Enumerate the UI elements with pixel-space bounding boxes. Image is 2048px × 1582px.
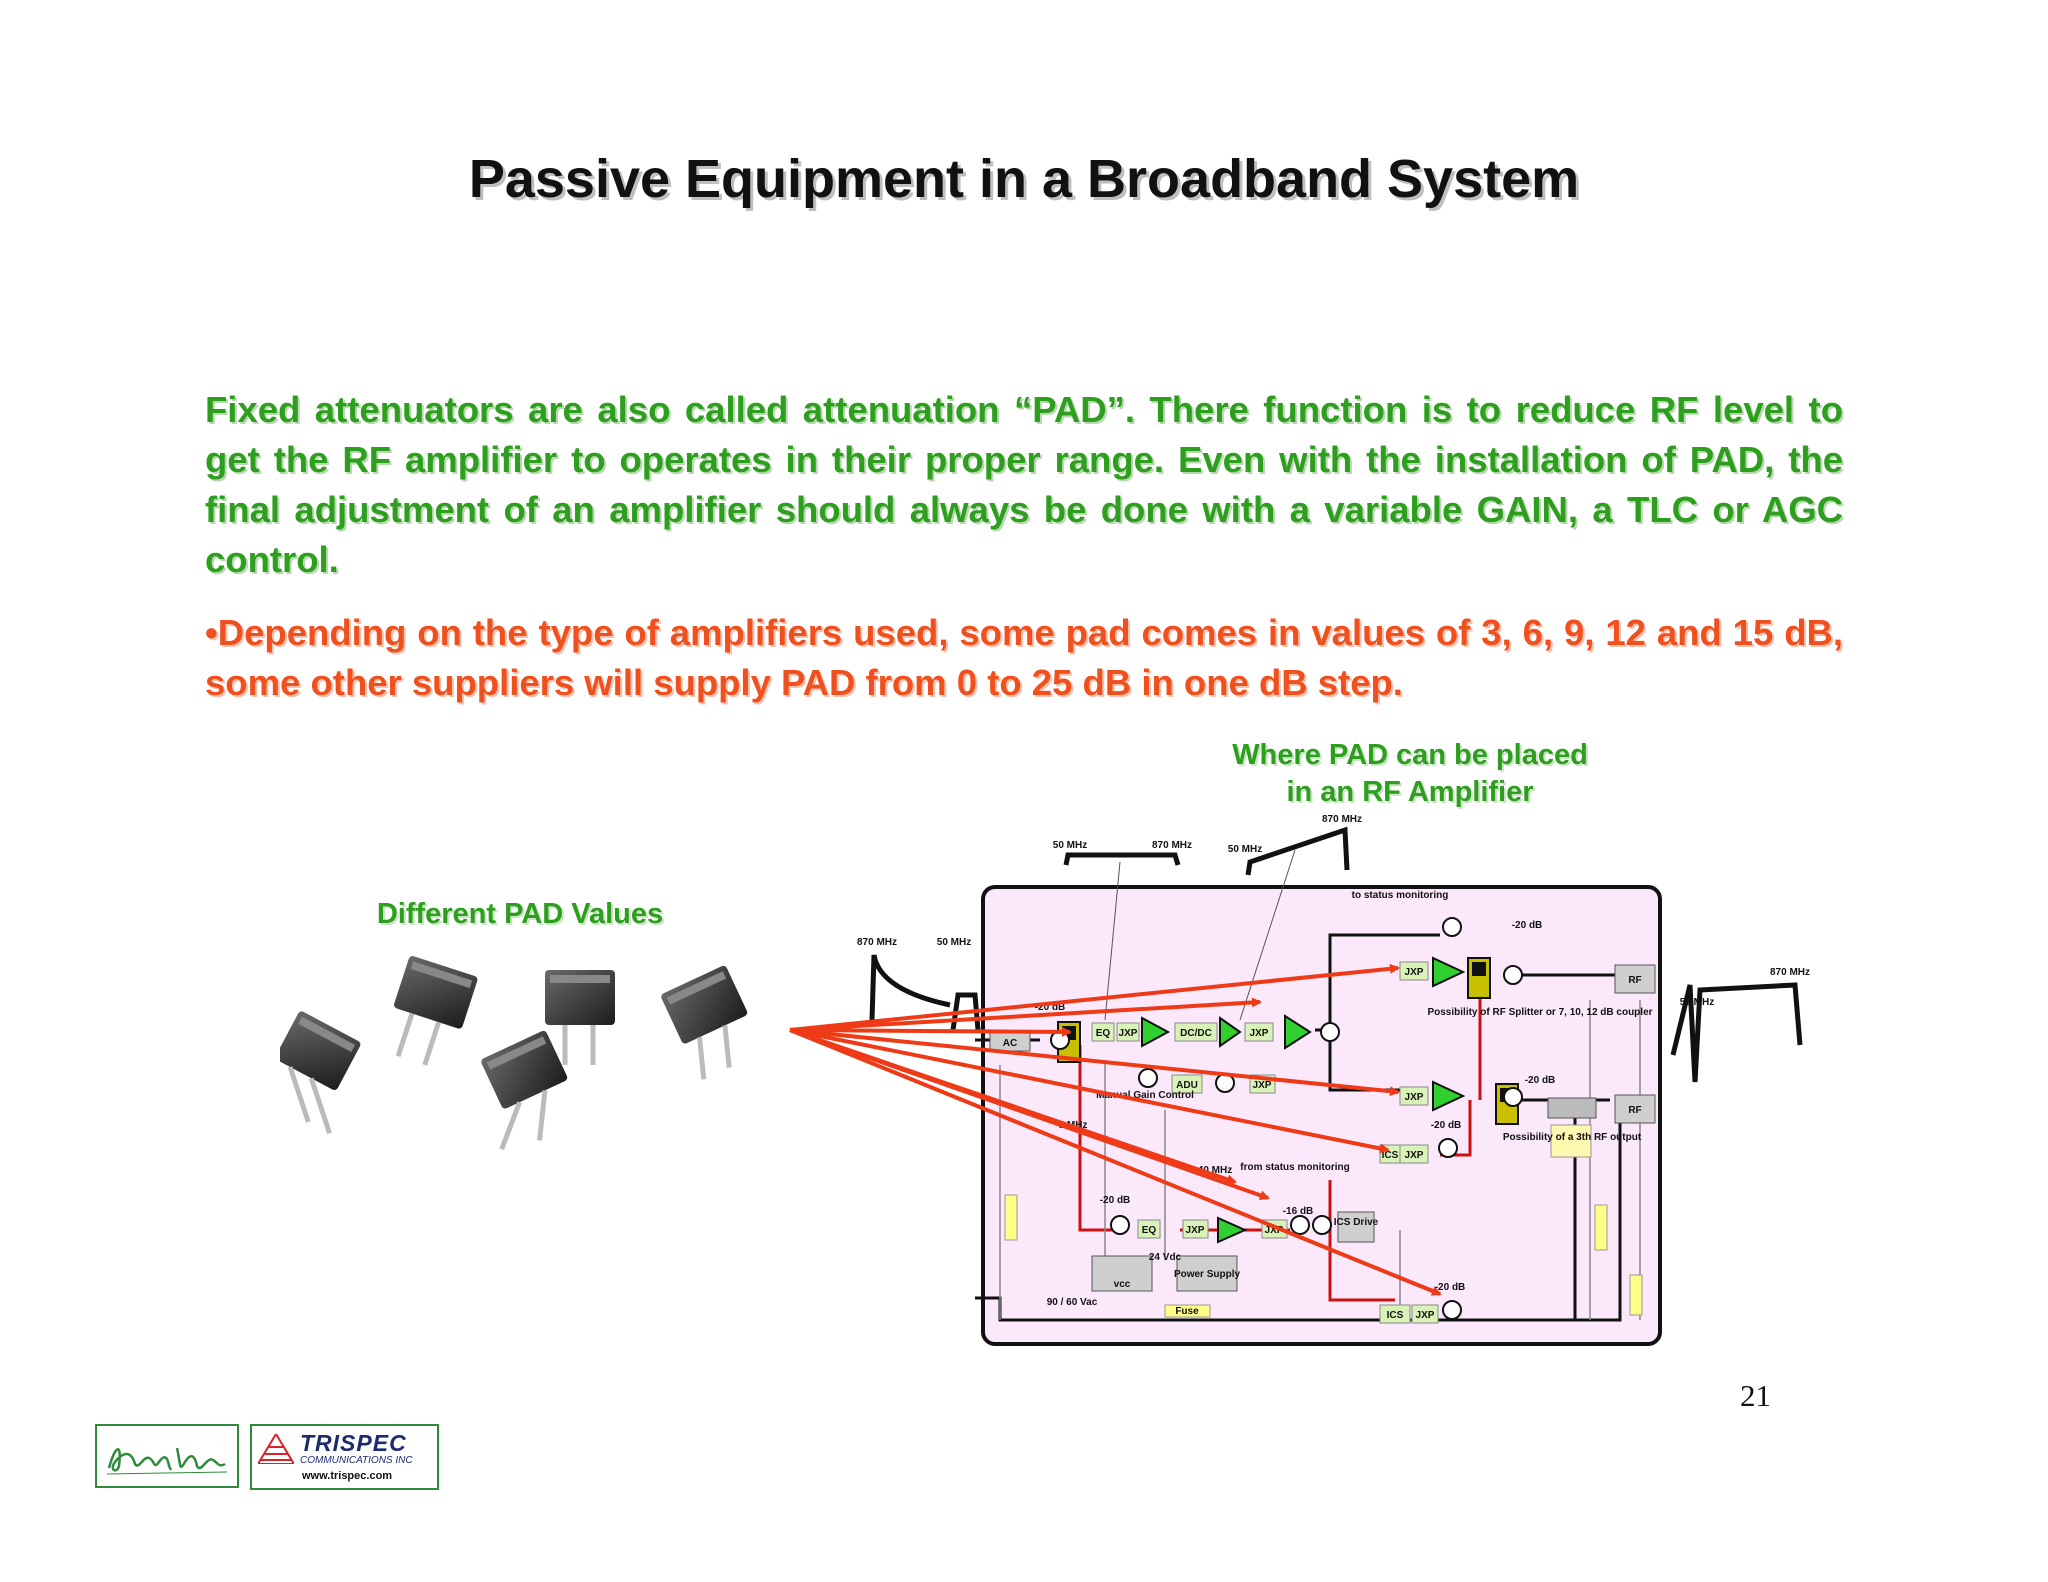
attenuator-paragraph: Fixed attenuators are also called attenu… bbox=[205, 389, 1843, 580]
jxp-label-5: JXP bbox=[1119, 1028, 1138, 1039]
pad-component-1 bbox=[280, 1011, 361, 1135]
dcdc-label: DC/DC bbox=[1180, 1028, 1212, 1039]
jxp-label-8: JXP bbox=[1186, 1225, 1205, 1236]
mhz-label-6: 870 MHz bbox=[1322, 814, 1362, 825]
mhz-label-1: 870 MHz bbox=[857, 937, 897, 948]
diagram-heading-line1: Where PAD can be placed bbox=[1232, 739, 1588, 771]
vcc-label: vcc bbox=[1114, 1279, 1131, 1290]
db-label-1: -20 dB bbox=[1512, 920, 1543, 931]
ics-drive-label: ICS Drive bbox=[1334, 1217, 1379, 1228]
slide-title: Passive Equipment in a Broadband System bbox=[468, 149, 1580, 209]
rf-ac-label: AC bbox=[1003, 1038, 1017, 1049]
db-label-4: -20 dB bbox=[1035, 1002, 1066, 1013]
fuse-label: Fuse bbox=[1175, 1306, 1199, 1317]
db-label-7: -16 dB bbox=[1283, 1206, 1314, 1217]
vac-label: 90 / 60 Vac bbox=[1047, 1297, 1098, 1308]
mhz-label-10: 40 MHz bbox=[1198, 1165, 1232, 1176]
jxp-label-6: JXP bbox=[1250, 1028, 1269, 1039]
trispec-website[interactable]: www.trispec.com bbox=[302, 1470, 393, 1482]
module-boxes bbox=[989, 961, 1656, 1324]
mhz-label-7: 870 MHz bbox=[1770, 967, 1810, 978]
pad-component-5 bbox=[481, 1030, 568, 1151]
pad-components-image bbox=[280, 956, 748, 1151]
pad-values-label: Different PAD Values bbox=[376, 898, 664, 930]
pad-component-3 bbox=[545, 970, 615, 1065]
jxp-label-3: JXP bbox=[1405, 1150, 1424, 1161]
ics-label-2: ICS bbox=[1382, 1150, 1399, 1161]
diagram-heading-line2: in an RF Amplifier bbox=[1286, 776, 1534, 808]
third-output-label: Possibility of a 3th RF output bbox=[1503, 1132, 1642, 1143]
jxp-label-2: JXP bbox=[1405, 1092, 1424, 1103]
adu-label: ADU bbox=[1176, 1080, 1198, 1091]
pad-placement-arrows bbox=[789, 963, 1442, 1296]
vdc-label: 24 Vdc bbox=[1149, 1252, 1182, 1263]
amplifier-triangles bbox=[1141, 956, 1466, 1244]
mhz-label-2: 50 MHz bbox=[937, 937, 971, 948]
db-label-2: -20 dB bbox=[1525, 1075, 1556, 1086]
trispec-name: TRISPEC bbox=[300, 1430, 407, 1456]
ics-label-1: ICS bbox=[1387, 1310, 1404, 1321]
eq-label-1: EQ bbox=[1096, 1028, 1111, 1039]
power-supply-label: Power Supply bbox=[1174, 1269, 1241, 1280]
page-number: 21 bbox=[1740, 1378, 1771, 1413]
to-status-label: to status monitoring bbox=[1352, 890, 1449, 901]
from-status-label: from status monitoring bbox=[1240, 1162, 1349, 1173]
db-label-3: -20 dB bbox=[1431, 1120, 1462, 1131]
mhz-label-5: 50 MHz bbox=[1228, 844, 1262, 855]
db-label-6: -20 dB bbox=[1435, 1282, 1466, 1293]
rf-out-label-1: RF bbox=[1628, 975, 1641, 986]
jxp-label-9: JXP bbox=[1265, 1225, 1284, 1236]
mhz-label-3: 50 MHz bbox=[1053, 840, 1087, 851]
db-label-5: -20 dB bbox=[1100, 1195, 1131, 1206]
pad-component-4 bbox=[661, 965, 748, 1080]
eq-label-2: EQ bbox=[1142, 1225, 1157, 1236]
diagram-heading: Where PAD can be placed in an RF Amplifi… bbox=[1150, 737, 1670, 811]
signature-logo bbox=[95, 1424, 239, 1488]
jxp-label-4: JXP bbox=[1416, 1310, 1435, 1321]
pad-values-bullet: •Depending on the type of amplifiers use… bbox=[205, 612, 1843, 703]
jxp-label-7: JXP bbox=[1253, 1080, 1272, 1091]
mhz-label-8: 50 MHz bbox=[1680, 997, 1714, 1008]
trispec-subtitle: COMMUNICATIONS INC bbox=[300, 1455, 413, 1466]
trispec-mark-icon bbox=[258, 1434, 294, 1464]
splitter-label: Possibility of RF Splitter or 7, 10, 12 … bbox=[1427, 1007, 1652, 1018]
signature-image bbox=[106, 1447, 228, 1475]
trispec-logo: TRISPEC COMMUNICATIONS INC www.trispec.c… bbox=[250, 1424, 439, 1490]
pad-component-2 bbox=[394, 956, 478, 1066]
rf-out-label-2: RF bbox=[1628, 1105, 1641, 1116]
manual-gain-label: Manual Gain Control bbox=[1096, 1090, 1194, 1101]
mhz-label-4: 870 MHz bbox=[1152, 840, 1192, 851]
jxp-label-1: JXP bbox=[1405, 967, 1424, 978]
